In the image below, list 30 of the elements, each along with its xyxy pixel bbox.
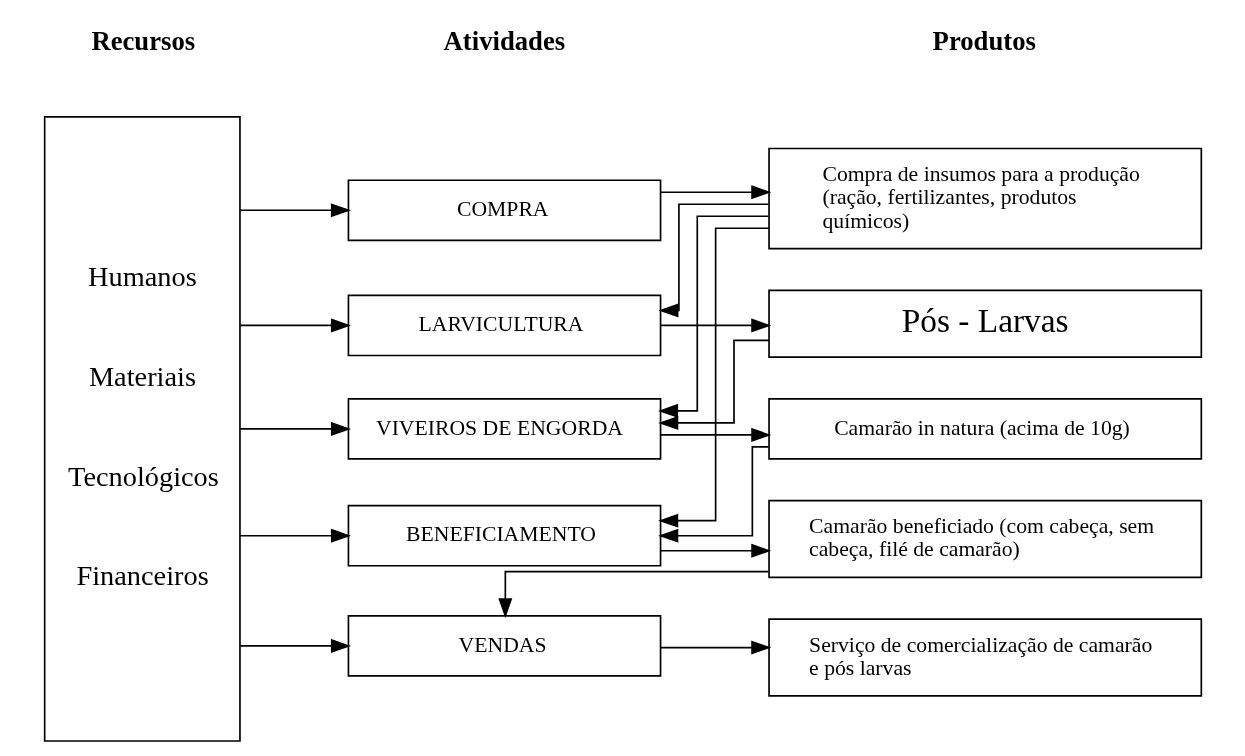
arrow xyxy=(657,227,770,528)
node-box: Humanos Materiais Tecnológicos Financeiros xyxy=(43,115,241,742)
arrow xyxy=(657,203,769,318)
arrow xyxy=(239,638,351,653)
label: Recursos xyxy=(90,25,195,56)
arrow xyxy=(659,640,771,655)
arrow xyxy=(657,339,770,430)
node-box: Serviço de comercialização de camarão e pós larvas xyxy=(767,618,1202,697)
node-box: BENEFICIAMENTO xyxy=(347,504,661,567)
arrow xyxy=(657,446,769,543)
node-box: Camarão in natura (acima de 10g) xyxy=(767,398,1202,460)
arrow xyxy=(657,215,769,418)
arrow xyxy=(659,185,771,200)
node-box: Pós - Larvas xyxy=(767,289,1202,358)
label: Atividades xyxy=(443,25,565,56)
arrow xyxy=(239,318,351,333)
label: Produtos xyxy=(932,25,1036,56)
arrow xyxy=(659,543,771,558)
node-box: VIVEIROS DE ENGORDA xyxy=(347,398,661,460)
node-box: VENDAS xyxy=(347,615,661,677)
node-box: Compra de insumos para a produção (ração, fertilizantes, produtos químicos) xyxy=(767,147,1202,250)
arrow xyxy=(659,427,771,442)
node-box: LARVICULTURA xyxy=(347,294,661,357)
arrow xyxy=(239,421,351,436)
arrow xyxy=(659,318,771,333)
arrow xyxy=(497,570,769,619)
node-box: Camarão beneficiado (com cabeça, sem cabeça, filé de camarão) xyxy=(767,499,1202,579)
node-box: COMPRA xyxy=(347,179,661,242)
arrow xyxy=(239,203,351,218)
arrow xyxy=(239,528,351,543)
